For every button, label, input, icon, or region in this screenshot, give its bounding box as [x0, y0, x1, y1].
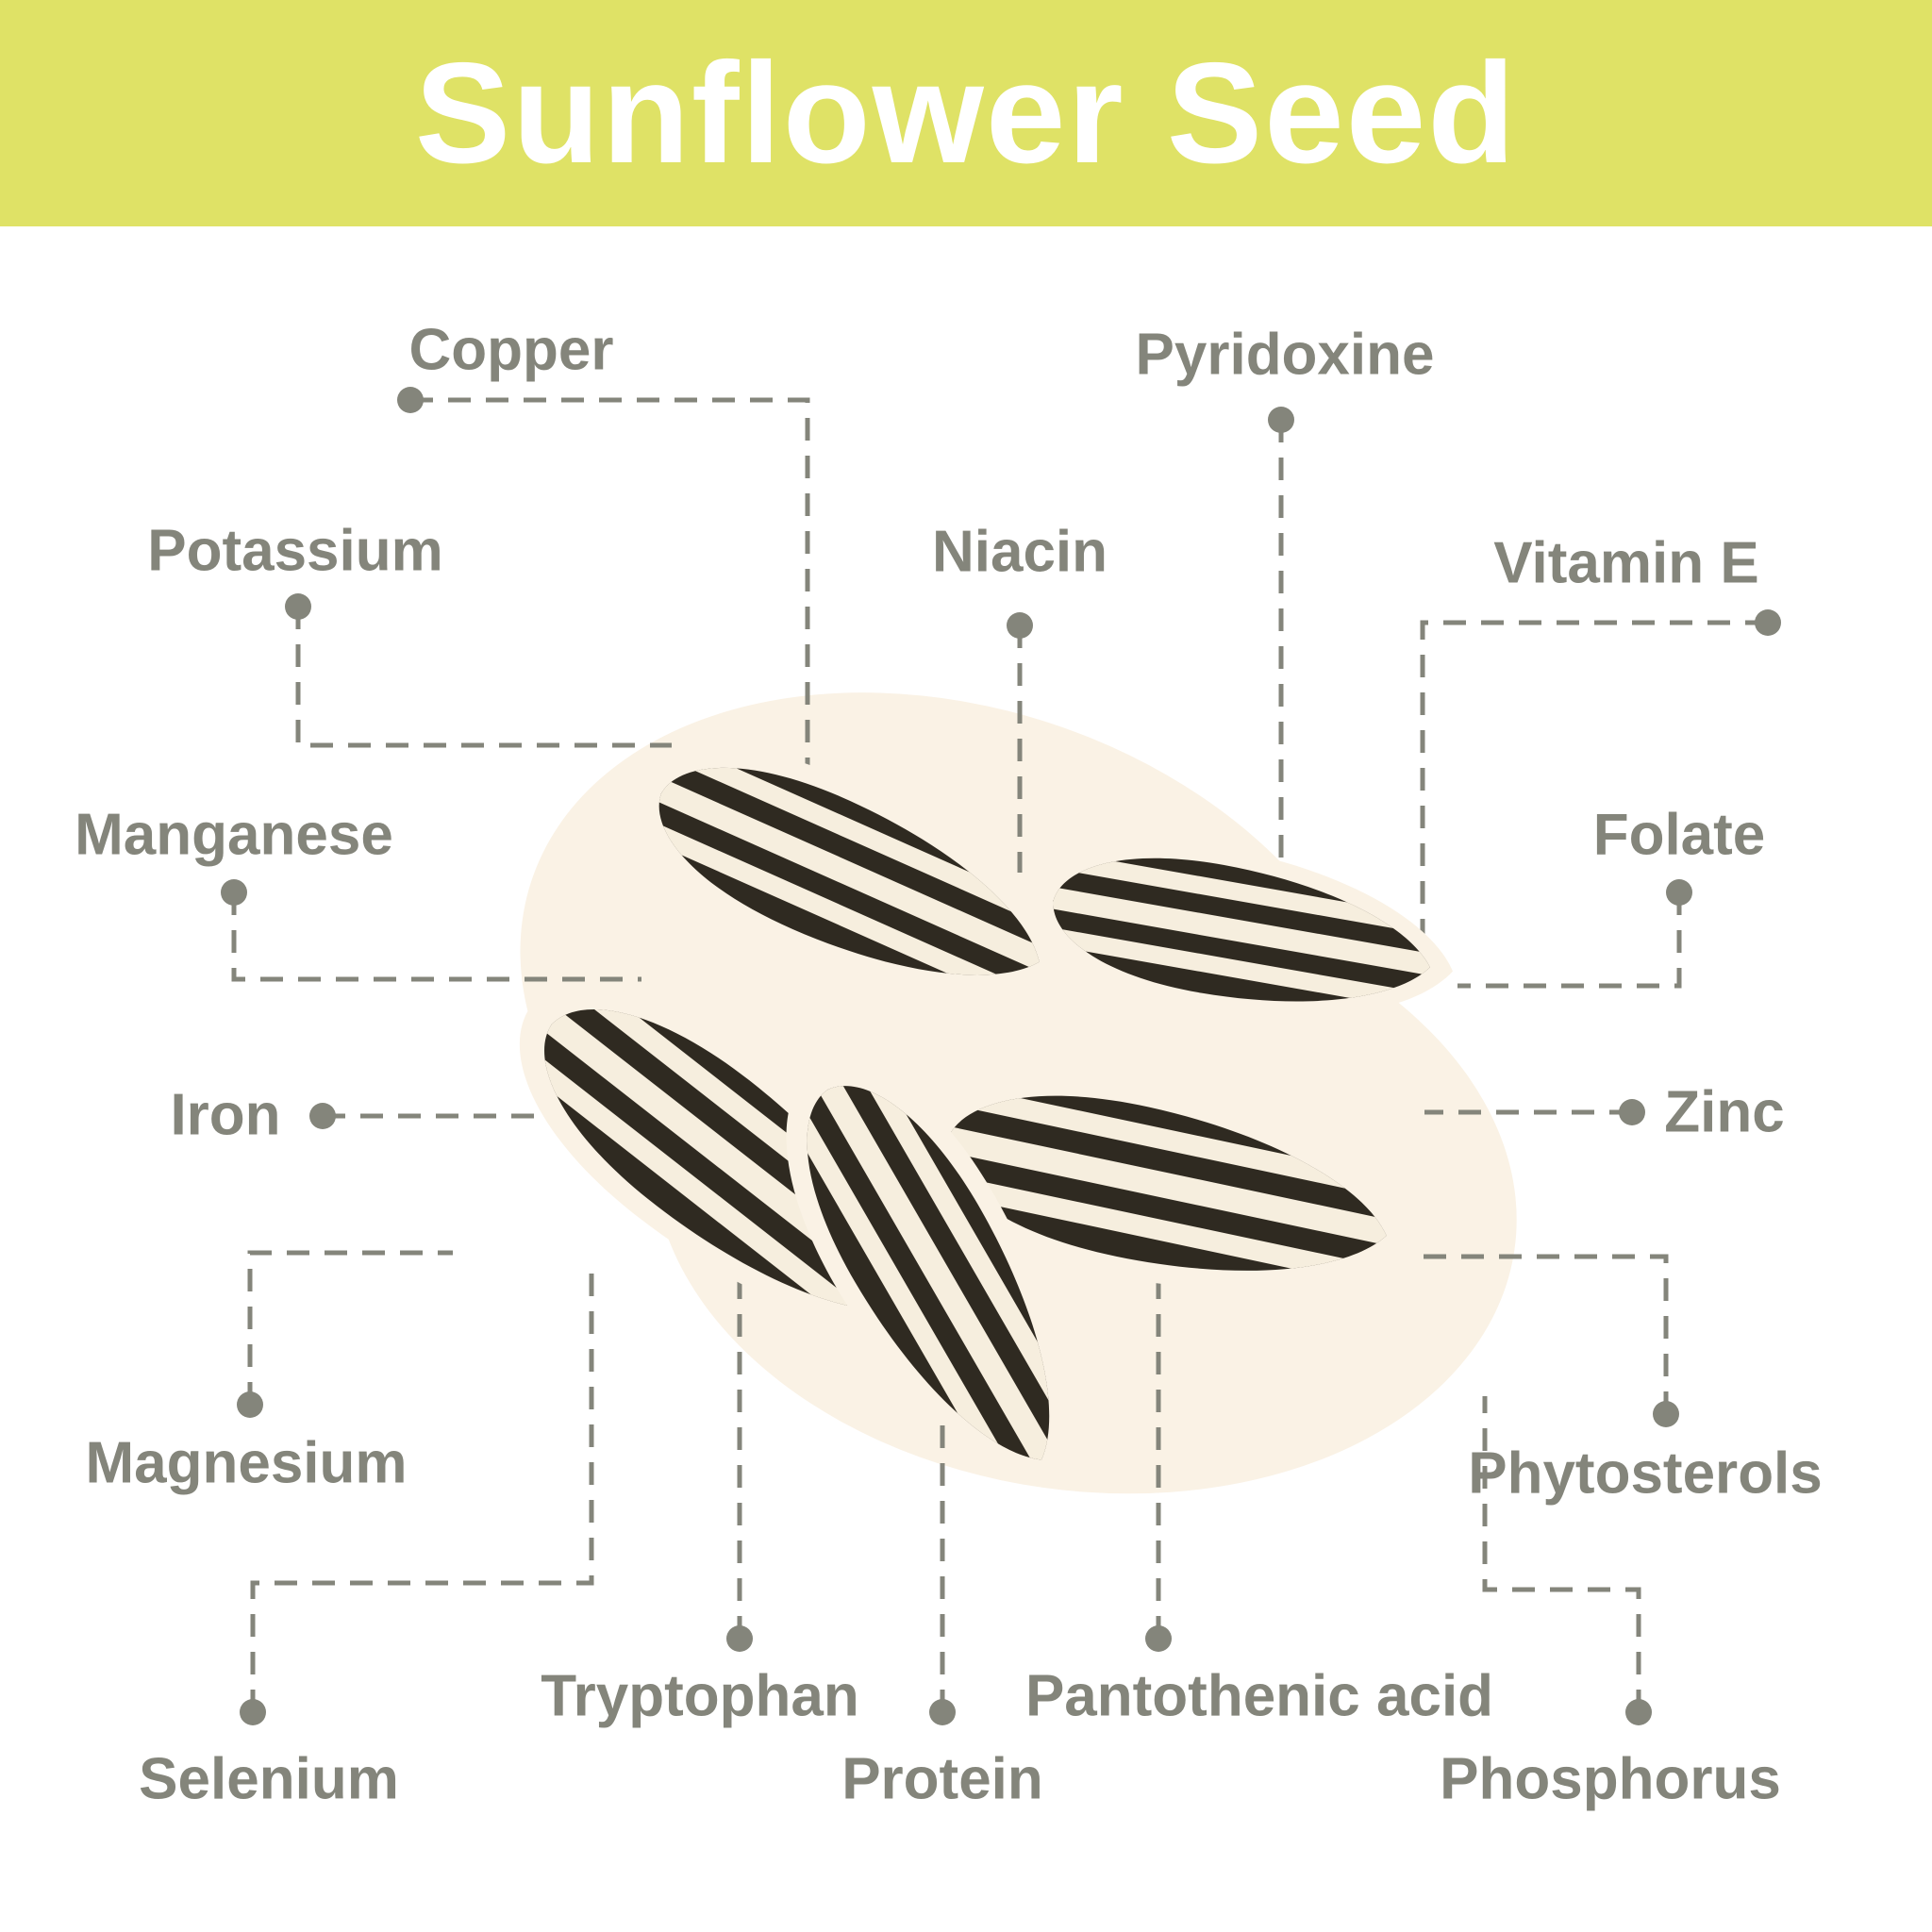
connector-folate [1457, 879, 1692, 989]
title-banner: Sunflower Seed [0, 0, 1932, 226]
label-magnesium: Magnesium [85, 1430, 408, 1496]
label-potassium: Potassium [147, 518, 443, 584]
connector-magnesium [237, 1250, 453, 1418]
label-folate: Folate [1592, 802, 1766, 868]
connector-tryptophan [726, 1213, 753, 1652]
connector-selenium [240, 1269, 594, 1725]
connector-pyridoxine [1268, 407, 1294, 901]
connector-phytosterols [1423, 1254, 1679, 1427]
connector-vitamin-e [1420, 609, 1781, 958]
label-zinc: Zinc [1664, 1079, 1785, 1145]
label-phytosterols: Phytosterols [1468, 1441, 1823, 1507]
label-protein: Protein [841, 1746, 1043, 1812]
label-selenium: Selenium [139, 1746, 399, 1812]
connector-protein [929, 1398, 956, 1725]
connector-zinc [1424, 1099, 1645, 1125]
label-iron: Iron [170, 1082, 281, 1148]
label-manganese: Manganese [75, 802, 393, 868]
connector-phosphorus [1482, 1396, 1652, 1725]
label-vitamin-e: Vitamin E [1493, 530, 1759, 596]
label-phosphorus: Phosphorus [1440, 1746, 1781, 1812]
connector-copper [397, 387, 810, 792]
connector-pantothenic-acid [1145, 1255, 1172, 1652]
connector-manganese [221, 879, 641, 982]
label-pyridoxine: Pyridoxine [1135, 322, 1435, 388]
label-copper: Copper [408, 317, 614, 383]
connector-niacin [1007, 612, 1033, 873]
label-pantothenic-acid: Pantothenic acid [1024, 1663, 1494, 1729]
connector-iron [309, 1103, 590, 1129]
connector-potassium [285, 593, 672, 748]
label-niacin: Niacin [931, 519, 1108, 585]
page-title: Sunflower Seed [414, 32, 1518, 193]
label-tryptophan: Tryptophan [541, 1663, 859, 1729]
